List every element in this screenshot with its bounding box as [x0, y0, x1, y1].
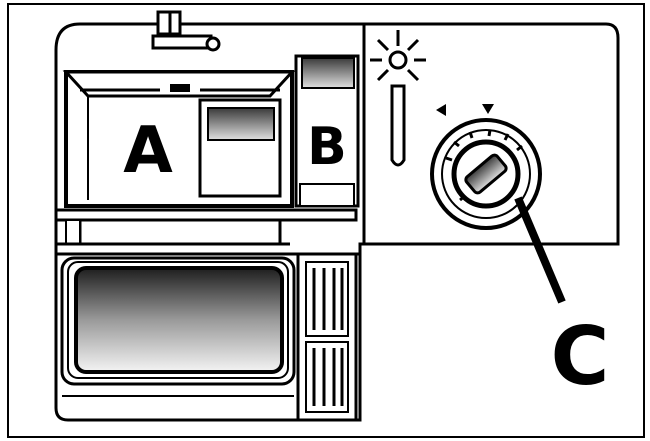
label-c: C	[551, 310, 610, 403]
latch	[151, 10, 221, 52]
compartment-b	[294, 54, 360, 208]
compartment-a	[62, 70, 296, 208]
hinge-strip	[54, 208, 358, 246]
rinse-aid-indicator-icon	[370, 30, 426, 167]
label-b: B	[307, 117, 347, 177]
detergent-lid[interactable]	[54, 242, 362, 422]
dial-arrow-down-icon	[482, 104, 494, 114]
dial-arrow-left-icon	[436, 104, 446, 116]
label-a: A	[123, 114, 173, 188]
dosage-dial[interactable]	[430, 118, 542, 230]
leader-line-c	[514, 196, 566, 304]
